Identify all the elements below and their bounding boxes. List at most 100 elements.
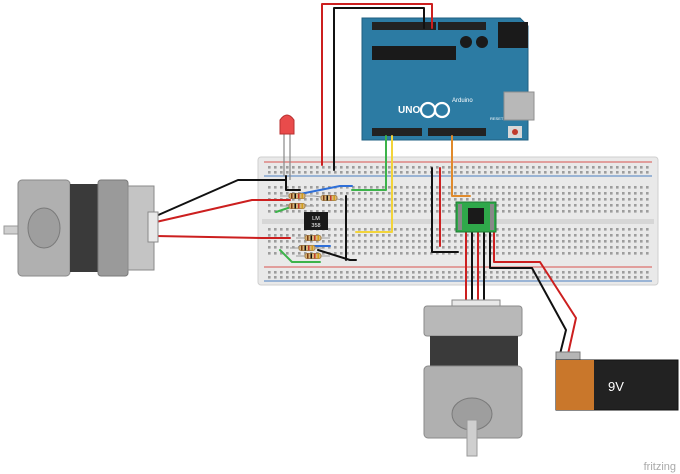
breadboard-hole: [580, 198, 583, 201]
breadboard-hole: [640, 210, 643, 213]
breadboard-hole: [520, 192, 523, 195]
breadboard-hole: [592, 246, 595, 249]
breadboard-hole: [268, 271, 271, 274]
breadboard-hole: [280, 186, 283, 189]
breadboard-hole: [454, 252, 457, 255]
breadboard-hole: [436, 171, 439, 174]
breadboard-hole: [592, 198, 595, 201]
breadboard-hole: [454, 186, 457, 189]
breadboard-hole: [304, 276, 307, 279]
breadboard-hole: [484, 240, 487, 243]
breadboard-hole: [538, 234, 541, 237]
breadboard-hole: [514, 252, 517, 255]
breadboard-hole: [550, 210, 553, 213]
breadboard-hole: [556, 271, 559, 274]
breadboard-hole: [412, 240, 415, 243]
breadboard-hole: [280, 246, 283, 249]
breadboard-hole: [502, 204, 505, 207]
breadboard-hole: [556, 234, 559, 237]
breadboard-hole: [508, 186, 511, 189]
breadboard-hole: [508, 192, 511, 195]
breadboard-hole: [568, 246, 571, 249]
breadboard-hole: [538, 192, 541, 195]
breadboard-hole: [376, 210, 379, 213]
breadboard-hole: [310, 276, 313, 279]
breadboard-hole: [574, 240, 577, 243]
breadboard-hole: [298, 198, 301, 201]
breadboard-hole: [478, 271, 481, 274]
breadboard-hole: [580, 186, 583, 189]
breadboard-hole: [358, 271, 361, 274]
breadboard-hole: [634, 271, 637, 274]
breadboard-hole: [334, 171, 337, 174]
breadboard-hole: [334, 204, 337, 207]
breadboard-hole: [448, 228, 451, 231]
breadboard-hole: [484, 171, 487, 174]
breadboard-hole: [544, 198, 547, 201]
breadboard-hole: [412, 271, 415, 274]
breadboard-hole: [352, 276, 355, 279]
breadboard-hole: [388, 210, 391, 213]
driver-pins-left: [458, 204, 462, 230]
breadboard-hole: [610, 276, 613, 279]
breadboard-hole: [592, 234, 595, 237]
breadboard-hole: [382, 234, 385, 237]
breadboard-hole: [436, 240, 439, 243]
breadboard-hole: [454, 240, 457, 243]
breadboard-hole: [370, 171, 373, 174]
breadboard-hole: [418, 186, 421, 189]
stepper-motor-bottom: [423, 299, 523, 457]
breadboard-hole: [634, 186, 637, 189]
breadboard-hole: [412, 276, 415, 279]
breadboard-hole: [598, 276, 601, 279]
breadboard-hole: [292, 228, 295, 231]
breadboard-hole: [520, 171, 523, 174]
breadboard-hole: [352, 271, 355, 274]
breadboard-hole: [454, 204, 457, 207]
wire-green-2: [279, 249, 321, 263]
breadboard-hole: [268, 234, 271, 237]
breadboard-hole: [304, 198, 307, 201]
breadboard-hole: [556, 276, 559, 279]
breadboard-hole: [514, 234, 517, 237]
breadboard-hole: [478, 192, 481, 195]
breadboard-hole: [556, 171, 559, 174]
breadboard-hole: [490, 271, 493, 274]
breadboard-hole: [310, 198, 313, 201]
breadboard-hole: [502, 240, 505, 243]
breadboard-hole: [322, 210, 325, 213]
breadboard-hole: [598, 204, 601, 207]
breadboard-hole: [394, 210, 397, 213]
breadboard-hole: [268, 166, 271, 169]
breadboard-hole: [376, 166, 379, 169]
breadboard-hole: [538, 240, 541, 243]
breadboard-hole: [478, 276, 481, 279]
breadboard-hole: [298, 240, 301, 243]
arduino-uno: UNO Arduino RESET: [361, 17, 535, 141]
ic-body: [304, 212, 328, 230]
breadboard-hole: [298, 234, 301, 237]
breadboard-hole: [400, 246, 403, 249]
breadboard-hole: [424, 171, 427, 174]
breadboard-hole: [394, 204, 397, 207]
breadboard-hole: [358, 252, 361, 255]
breadboard-hole: [442, 210, 445, 213]
breadboard-hole: [454, 210, 457, 213]
breadboard-hole: [352, 240, 355, 243]
breadboard-hole: [298, 171, 301, 174]
breadboard-hole: [514, 204, 517, 207]
breadboard-hole: [442, 198, 445, 201]
breadboard-hole: [532, 198, 535, 201]
breadboard-hole: [568, 210, 571, 213]
breadboard-hole: [604, 166, 607, 169]
breadboard-hole: [634, 252, 637, 255]
breadboard-hole: [346, 271, 349, 274]
breadboard-hole: [616, 252, 619, 255]
breadboard-hole: [388, 246, 391, 249]
motor1-rear: [97, 179, 129, 277]
breadboard-hole: [364, 252, 367, 255]
breadboard-hole: [538, 276, 541, 279]
breadboard-hole: [436, 228, 439, 231]
breadboard-hole: [478, 246, 481, 249]
